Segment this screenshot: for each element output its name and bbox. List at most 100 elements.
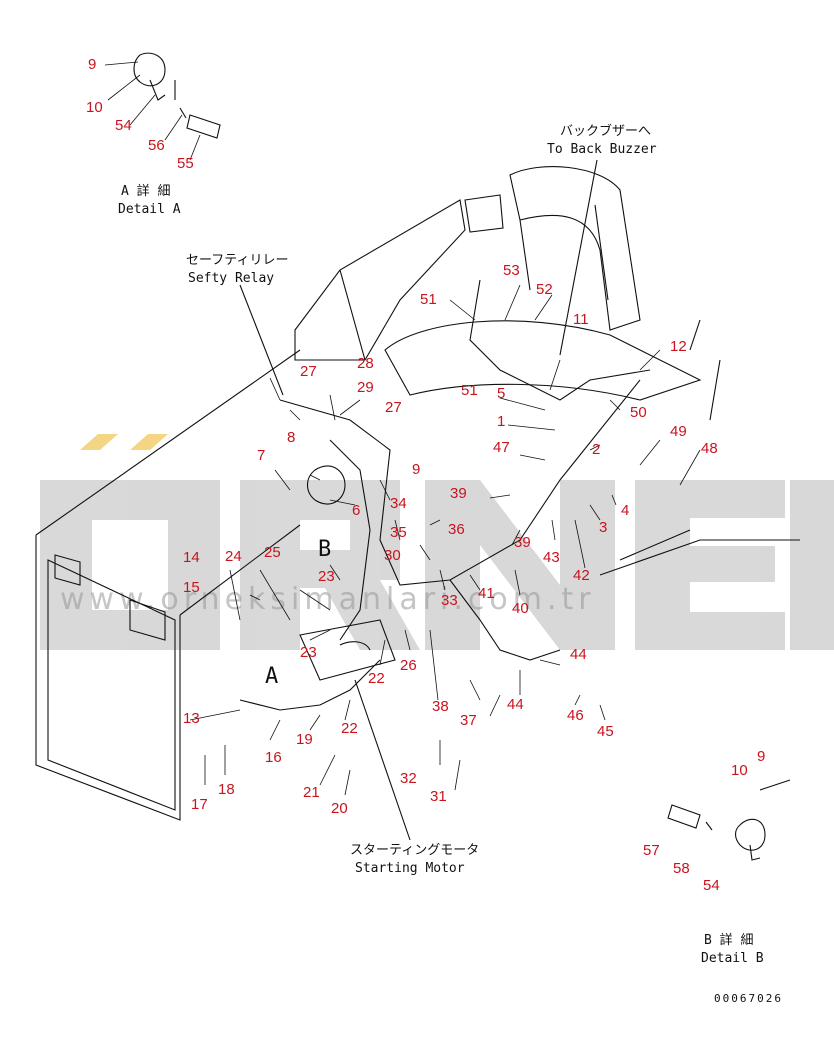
callout-8: 8 bbox=[287, 429, 296, 446]
view-letter-b: B bbox=[318, 537, 332, 562]
wm-umlaut-right bbox=[130, 434, 168, 450]
callout-40: 40 bbox=[512, 600, 529, 617]
caption-safety-relay-jp: セーフティリレー bbox=[186, 253, 289, 268]
callout-10b: 10 bbox=[731, 762, 748, 779]
leader-starting-motor bbox=[354, 679, 411, 841]
caption-back-buzzer-en: To Back Buzzer bbox=[547, 142, 657, 157]
detail-a-bolt bbox=[179, 107, 221, 139]
detail-b-part bbox=[734, 779, 791, 861]
callout-39: 39 bbox=[450, 485, 467, 502]
callout-44: 44 bbox=[570, 646, 587, 663]
callout-1: 1 bbox=[497, 413, 506, 430]
callout-23: 23 bbox=[318, 568, 335, 585]
callout-34: 34 bbox=[390, 495, 407, 512]
callout-16: 16 bbox=[265, 749, 282, 766]
leaders bbox=[104, 61, 701, 796]
cab-body bbox=[35, 349, 301, 821]
callout-19: 19 bbox=[296, 731, 313, 748]
callout-9c: 9 bbox=[757, 748, 766, 765]
callout-27: 27 bbox=[300, 363, 317, 380]
wm-letter-k bbox=[790, 480, 834, 650]
callout-30: 30 bbox=[384, 547, 401, 564]
callout-51b: 51 bbox=[461, 382, 478, 399]
starting-motor bbox=[299, 619, 396, 681]
console-box bbox=[294, 199, 466, 361]
caption-detail-a-jp: A 詳 細 bbox=[121, 184, 171, 199]
callout-42: 42 bbox=[573, 567, 590, 584]
harness-branch-1 bbox=[329, 439, 371, 641]
caption-safety-relay-en: Sefty Relay bbox=[188, 271, 275, 286]
leader-back-buzzer bbox=[559, 159, 598, 356]
wm-umlaut-left bbox=[80, 434, 118, 450]
callout-39b: 39 bbox=[514, 534, 531, 551]
cab-window-1 bbox=[54, 554, 81, 586]
watermark-url: www.orneksimanlari.com.tr bbox=[60, 582, 596, 617]
cab-panel bbox=[47, 559, 176, 811]
callout-10: 10 bbox=[86, 99, 103, 116]
seat-cushion bbox=[384, 320, 702, 401]
wm-letter-e bbox=[635, 480, 785, 650]
callout-41: 41 bbox=[478, 585, 495, 602]
caption-starting-motor-en: Starting Motor bbox=[355, 861, 465, 876]
callout-15: 15 bbox=[183, 579, 200, 596]
pipe-right bbox=[689, 319, 721, 421]
callout-26: 26 bbox=[400, 657, 417, 674]
callout-7: 7 bbox=[257, 447, 266, 464]
callout-50: 50 bbox=[630, 404, 647, 421]
callout-22b: 22 bbox=[341, 720, 358, 737]
callout-2: 2 bbox=[592, 441, 601, 458]
callout-49: 49 bbox=[670, 423, 687, 440]
seat-back-inner bbox=[519, 204, 609, 301]
callout-33: 33 bbox=[441, 592, 458, 609]
callout-20: 20 bbox=[331, 800, 348, 817]
callout-12: 12 bbox=[670, 338, 687, 355]
callout-6: 6 bbox=[352, 502, 361, 519]
caption-back-buzzer-jp: バックブザーへ bbox=[560, 124, 652, 139]
callout-22: 22 bbox=[368, 670, 385, 687]
callout-44b: 44 bbox=[507, 696, 524, 713]
callout-24: 24 bbox=[225, 548, 242, 565]
callout-18: 18 bbox=[218, 781, 235, 798]
wm-letter-n bbox=[425, 480, 615, 650]
callout-28: 28 bbox=[357, 355, 374, 372]
callout-43: 43 bbox=[543, 549, 560, 566]
callout-56: 56 bbox=[148, 137, 165, 154]
callout-17: 17 bbox=[191, 796, 208, 813]
callout-38: 38 bbox=[432, 698, 449, 715]
headrest bbox=[464, 194, 504, 233]
callout-46: 46 bbox=[567, 707, 584, 724]
callout-23b: 23 bbox=[300, 644, 317, 661]
caption-detail-b-jp: B 詳 細 bbox=[704, 933, 754, 948]
harness-branch-3 bbox=[449, 579, 561, 661]
floor-line bbox=[599, 529, 800, 576]
callout-58: 58 bbox=[673, 860, 690, 877]
callout-3: 3 bbox=[599, 519, 608, 536]
harness-branch-4 bbox=[239, 659, 381, 711]
callout-35: 35 bbox=[390, 524, 407, 541]
caption-detail-b-en: Detail B bbox=[701, 951, 764, 966]
callout-45: 45 bbox=[597, 723, 614, 740]
cab-window-2 bbox=[129, 599, 166, 641]
callout-51: 51 bbox=[420, 291, 437, 308]
view-letter-a: A bbox=[265, 664, 279, 689]
callout-47: 47 bbox=[493, 439, 510, 456]
seat-backrest bbox=[509, 166, 641, 331]
callout-37: 37 bbox=[460, 712, 477, 729]
callout-57: 57 bbox=[643, 842, 660, 859]
callout-4: 4 bbox=[621, 502, 630, 519]
callout-53: 53 bbox=[503, 262, 520, 279]
callout-13: 13 bbox=[183, 710, 200, 727]
callout-54: 54 bbox=[115, 117, 132, 134]
callout-25: 25 bbox=[264, 544, 281, 561]
callout-9b: 9 bbox=[412, 461, 421, 478]
caption-starting-motor-jp: スターティングモータ bbox=[350, 843, 480, 858]
callout-55: 55 bbox=[177, 155, 194, 172]
harness-main bbox=[279, 379, 641, 586]
callout-54b: 54 bbox=[703, 877, 720, 894]
callout-27b: 27 bbox=[385, 399, 402, 416]
callout-31: 31 bbox=[430, 788, 447, 805]
document-number: 00067026 bbox=[714, 992, 783, 1005]
relay-box bbox=[306, 465, 346, 505]
